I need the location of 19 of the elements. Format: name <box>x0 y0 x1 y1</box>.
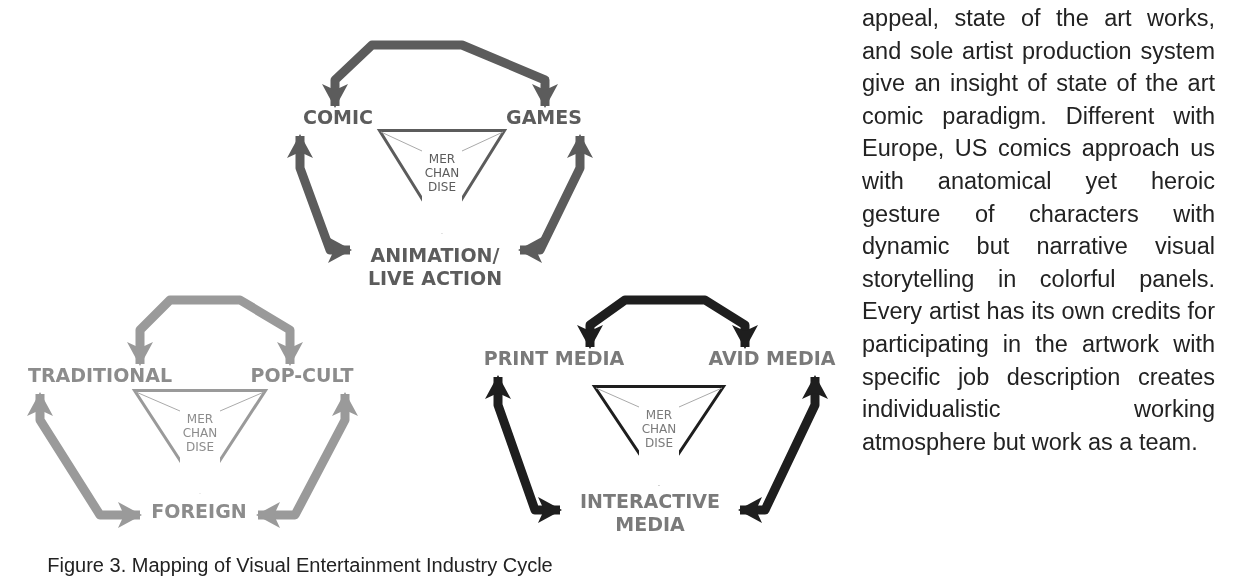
double-arrow <box>287 134 352 263</box>
merchandise-triangle: MER CHAN DISE <box>378 129 506 233</box>
double-arrow <box>577 295 758 349</box>
category-label: INTERACTIVE MEDIA <box>560 490 740 546</box>
figure-caption: Figure 3. Mapping of Visual Entertainment Industry Cycle <box>46 554 554 577</box>
double-arrow <box>127 295 303 366</box>
double-arrow <box>485 375 562 523</box>
merchandise-triangle: MER CHAN DISE <box>133 389 267 493</box>
category-label: AVID MEDIA <box>692 347 852 377</box>
double-arrow <box>738 375 828 523</box>
category-label: FOREIGN <box>140 500 258 530</box>
body-paragraph: appeal, state of the art works, and sole artist production system give an insight of state of the art comic paradigm. Different with Europe, US comics approach us with anatomical yet heroic gesture of characters with dynamic but narrative visual storytelling in colorful panels. Every artist has its own credits for participating in the artwork with specific job description creates individualistic working atmosphere but work as a team. <box>862 4 1215 457</box>
double-arrow <box>518 134 593 263</box>
double-arrow <box>256 392 358 528</box>
double-arrow <box>322 40 558 108</box>
double-arrow <box>27 392 142 528</box>
category-label: PRINT MEDIA <box>466 347 642 377</box>
category-label: ANIMATION/ LIVE ACTION <box>350 244 520 300</box>
merchandise-triangle: MER CHAN DISE <box>593 385 725 485</box>
